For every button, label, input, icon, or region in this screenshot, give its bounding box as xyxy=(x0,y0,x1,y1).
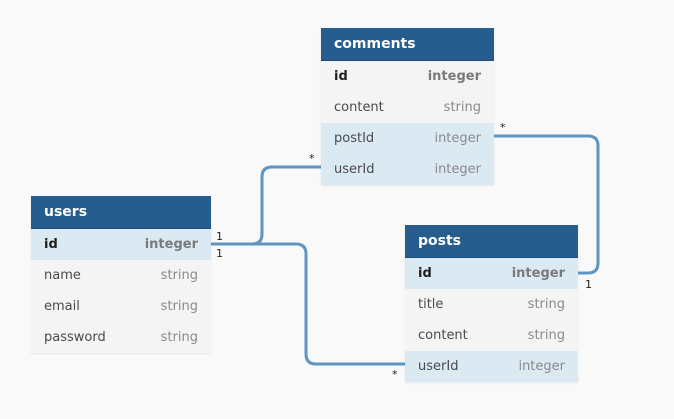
field-type: string xyxy=(160,330,198,345)
table-posts[interactable]: posts id integer title string content st… xyxy=(405,225,578,382)
cardinality-comments-userid-many: * xyxy=(309,152,315,165)
field-name: email xyxy=(44,299,80,314)
table-users-header[interactable]: users xyxy=(31,196,211,229)
field-type: integer xyxy=(511,266,565,281)
field-name: id xyxy=(44,237,58,252)
field-row-users-id[interactable]: id integer xyxy=(31,229,211,260)
field-name: id xyxy=(334,69,348,84)
field-name: password xyxy=(44,330,106,345)
field-row-comments-postid[interactable]: postId integer xyxy=(321,123,494,154)
field-name: id xyxy=(418,266,432,281)
field-row-users-email[interactable]: email string xyxy=(31,291,211,322)
field-row-posts-content[interactable]: content string xyxy=(405,320,578,351)
field-row-comments-id[interactable]: id integer xyxy=(321,61,494,92)
field-type: integer xyxy=(434,162,481,177)
cardinality-users-posts-one: 1 xyxy=(216,247,223,260)
field-row-users-name[interactable]: name string xyxy=(31,260,211,291)
field-type: integer xyxy=(427,69,481,84)
cardinality-comments-postid-many: * xyxy=(500,121,506,134)
field-type: integer xyxy=(144,237,198,252)
field-type: string xyxy=(527,297,565,312)
field-type: string xyxy=(443,100,481,115)
field-type: string xyxy=(160,299,198,314)
link-users-posts[interactable] xyxy=(209,242,407,366)
cardinality-posts-userid-many: * xyxy=(392,368,398,381)
field-name: userId xyxy=(418,359,459,374)
field-type: string xyxy=(160,268,198,283)
field-name: userId xyxy=(334,162,375,177)
table-comments-header[interactable]: comments xyxy=(321,28,494,61)
field-row-posts-title[interactable]: title string xyxy=(405,289,578,320)
field-name: title xyxy=(418,297,444,312)
cardinality-users-comments-one: 1 xyxy=(216,230,223,243)
field-row-comments-content[interactable]: content string xyxy=(321,92,494,123)
field-row-posts-userid[interactable]: userId integer xyxy=(405,351,578,382)
field-name: content xyxy=(334,100,384,115)
cardinality-posts-id-one: 1 xyxy=(585,278,592,291)
field-type: string xyxy=(527,328,565,343)
field-name: content xyxy=(418,328,468,343)
table-posts-header[interactable]: posts xyxy=(405,225,578,258)
table-users[interactable]: users id integer name string email strin… xyxy=(31,196,211,353)
field-row-comments-userid[interactable]: userId integer xyxy=(321,154,494,185)
field-type: integer xyxy=(518,359,565,374)
field-name: postId xyxy=(334,131,375,146)
table-comments[interactable]: comments id integer content string postI… xyxy=(321,28,494,185)
field-row-posts-id[interactable]: id integer xyxy=(405,258,578,289)
field-type: integer xyxy=(434,131,481,146)
field-name: name xyxy=(44,268,81,283)
link-users-comments[interactable] xyxy=(209,165,323,246)
field-row-users-password[interactable]: password string xyxy=(31,322,211,353)
link-posts-comments[interactable] xyxy=(492,134,600,275)
